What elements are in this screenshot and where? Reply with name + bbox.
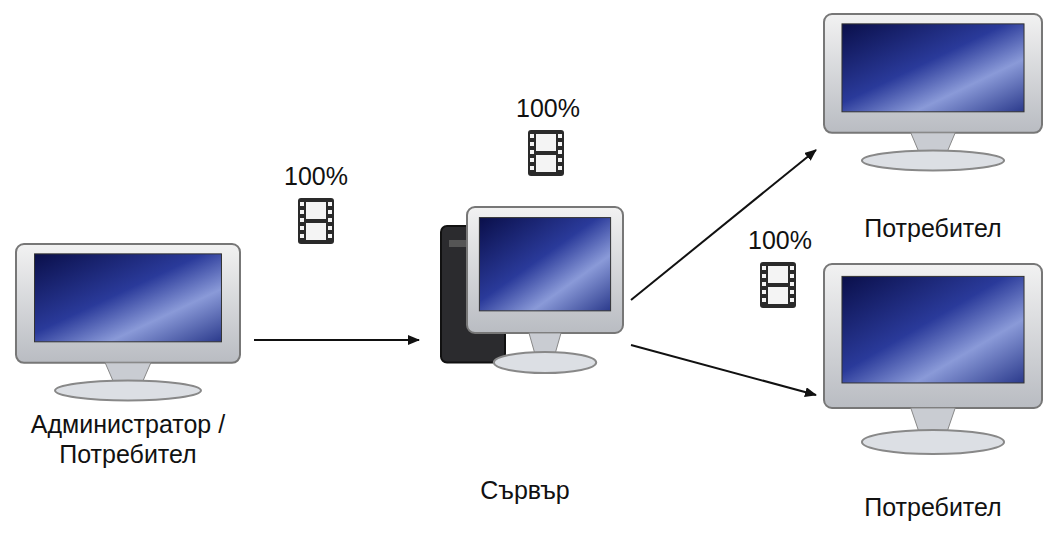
computer-label: Сървър — [480, 475, 570, 505]
film-icon — [298, 198, 334, 244]
film-icon — [760, 262, 796, 308]
percent-label: 100% — [284, 162, 348, 190]
computer-label: Администратор / Потребител — [8, 409, 248, 469]
computer-illustration — [822, 262, 1044, 462]
percent-label: 100% — [516, 94, 580, 122]
arrow-connector — [631, 345, 816, 395]
computer-label: Потребител — [864, 492, 1001, 522]
computer-node: Администратор / Потребител — [8, 242, 248, 469]
computer-node: Сървър — [425, 205, 625, 505]
computer-illustration — [822, 12, 1044, 177]
computer-node: Потребител — [822, 12, 1044, 243]
computer-node: Потребител — [822, 262, 1044, 522]
film-icon — [528, 130, 564, 176]
computer-label: Потребител — [864, 213, 1001, 243]
percent-label: 100% — [748, 226, 812, 254]
arrow-connector — [254, 339, 419, 341]
computer-illustration — [14, 242, 242, 407]
computer-illustration — [425, 205, 625, 380]
